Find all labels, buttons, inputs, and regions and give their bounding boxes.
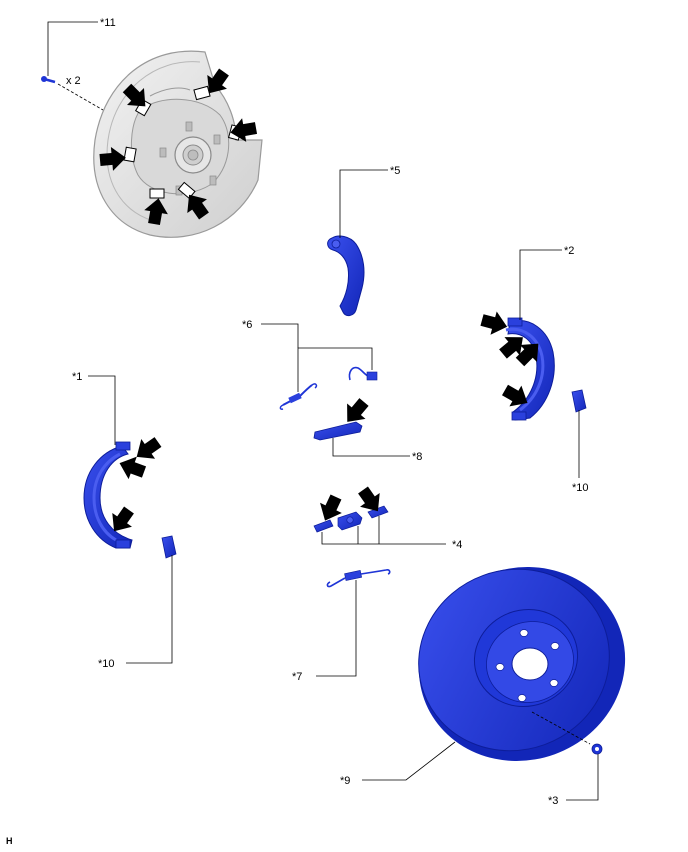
arrow-icon	[478, 308, 511, 339]
leader-line	[531, 711, 591, 745]
leader-line	[321, 532, 446, 545]
leader-line	[88, 375, 116, 445]
leader-line	[339, 169, 388, 238]
leader-line	[316, 580, 357, 677]
bolt-icon	[41, 76, 56, 84]
parking-brake-strut	[313, 421, 363, 441]
leader-line	[519, 249, 562, 320]
label-5: *5	[390, 165, 400, 177]
label-9: *9	[340, 775, 350, 787]
label-10-left: *10	[98, 658, 115, 670]
shoe-hold-down-clip-left	[161, 535, 177, 559]
corner-mark: H	[6, 836, 13, 846]
arrow-icon	[129, 432, 165, 467]
parking-brake-lever	[327, 235, 365, 317]
label-3: *3	[548, 795, 558, 807]
shoe-hold-down-clip-right	[571, 389, 587, 413]
label-7: *7	[292, 671, 302, 683]
label-8: *8	[412, 451, 422, 463]
leader-line	[261, 323, 299, 348]
return-spring	[348, 366, 378, 381]
leader-line	[566, 754, 599, 801]
leader-line	[362, 741, 456, 781]
label-1: *1	[72, 371, 82, 383]
leader-line	[57, 83, 104, 111]
bolt-icon	[591, 743, 603, 755]
leader-line	[332, 438, 410, 457]
quantity-label: x 2	[66, 75, 81, 87]
tension-spring	[279, 383, 318, 410]
adjuster-spring	[326, 569, 391, 588]
label-4: *4	[452, 539, 462, 551]
label-11: *11	[100, 17, 116, 29]
label-6: *6	[242, 319, 252, 331]
backing-plate	[93, 50, 263, 238]
leader-line	[297, 347, 373, 392]
leader-line	[47, 21, 98, 76]
adjuster-assembly	[313, 505, 389, 533]
brake-shoe-left	[83, 441, 133, 549]
label-2: *2	[564, 245, 574, 257]
brake-shoe-right	[505, 317, 555, 421]
leader-line	[126, 555, 173, 664]
brake-disc	[418, 567, 626, 761]
label-10-right: *10	[572, 482, 589, 494]
